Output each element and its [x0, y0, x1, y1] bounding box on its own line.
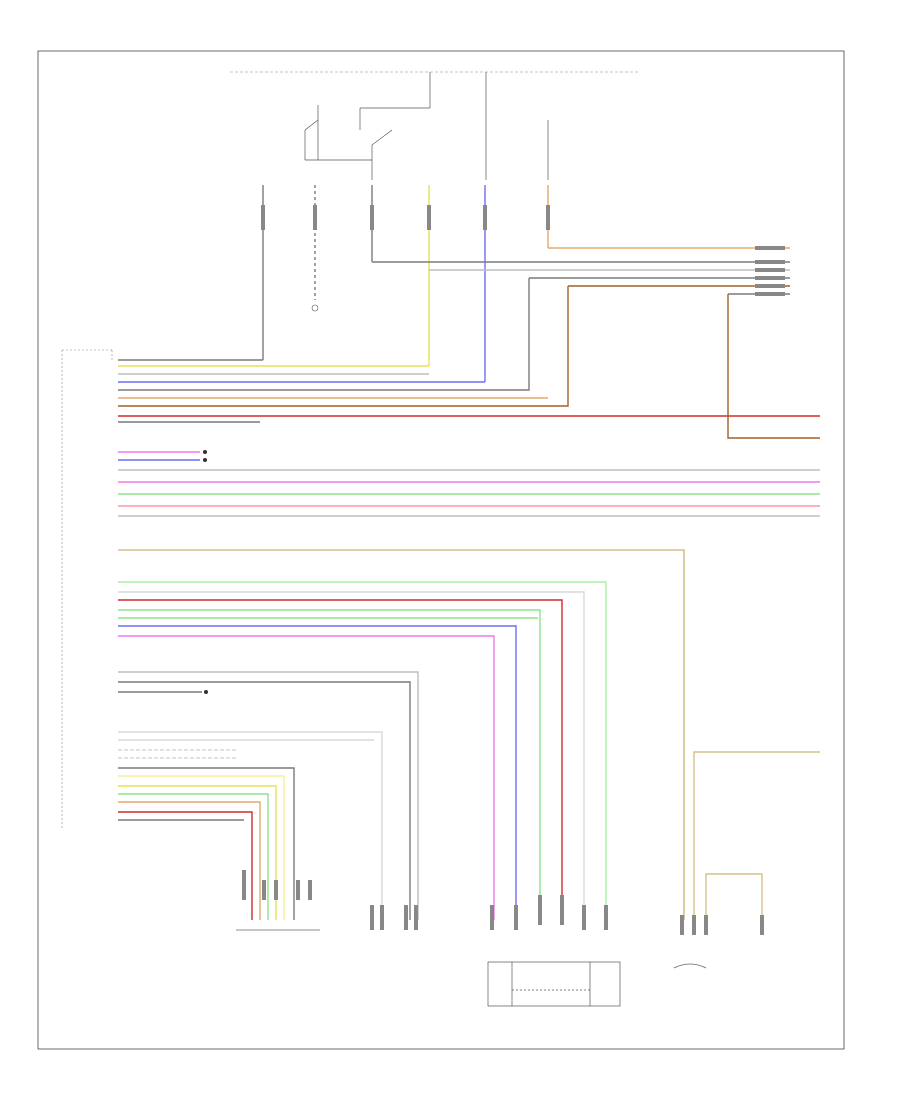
ecm-block4-wires	[118, 671, 419, 920]
right-tan-branch	[693, 751, 820, 920]
pedal-sensor-box	[487, 961, 621, 1007]
ecm-block3-wires	[118, 581, 607, 920]
top-wire-drops	[262, 185, 549, 382]
block4-ground-dot	[204, 690, 208, 694]
ground-symbol	[311, 304, 319, 312]
block2-ground-dots	[203, 450, 207, 462]
top-connectors	[261, 205, 550, 230]
ecm-block1-wires	[118, 278, 820, 439]
small-sensor	[673, 963, 707, 969]
bottom-connectors	[242, 870, 764, 935]
top-right-harness	[372, 247, 790, 295]
diagram-frame	[37, 50, 845, 1050]
top-fuse-feeds	[304, 72, 549, 180]
ecm-outline	[61, 349, 113, 830]
ecm-block5-wires	[118, 731, 383, 920]
ecm-block2-wires	[118, 451, 820, 517]
right-connector-tags	[755, 246, 785, 296]
tan-wire	[118, 549, 685, 920]
